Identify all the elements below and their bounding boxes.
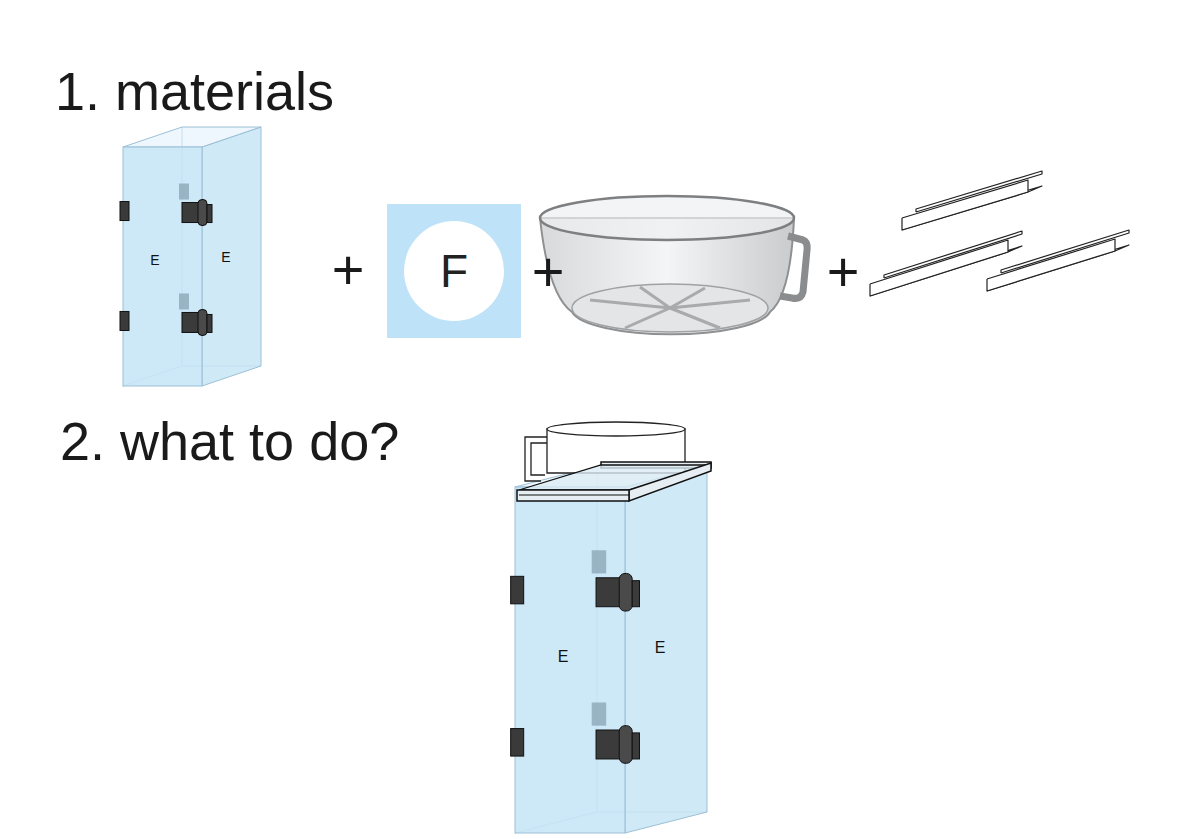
glass-tab — [592, 703, 606, 726]
clip — [120, 202, 129, 221]
glass-pane — [202, 127, 261, 386]
glass-tab — [179, 293, 189, 309]
hinge-barrel — [619, 726, 632, 764]
glass-tab — [179, 184, 189, 200]
tray-with-bowl — [517, 422, 711, 501]
glass-top — [123, 127, 261, 147]
plus-sign: + — [332, 242, 365, 298]
glass-enclosure: EE — [118, 122, 268, 392]
hinge-leaf — [207, 205, 212, 223]
rail-face — [987, 239, 1115, 291]
hinge-leaf — [632, 581, 639, 607]
rail-face — [902, 180, 1028, 230]
glass-enclosure: EE — [505, 415, 720, 837]
plus-sign: + — [827, 244, 860, 300]
glass-pane — [515, 487, 625, 833]
clip — [511, 576, 524, 604]
section-heading: 1. materials — [55, 64, 334, 118]
pane-letter: E — [221, 250, 230, 264]
pane-letter: E — [558, 649, 569, 665]
sieve-bowl — [540, 196, 807, 334]
glass-pane — [625, 466, 707, 833]
glass-tab — [592, 550, 606, 573]
plus-sign: + — [532, 244, 565, 300]
card-circle — [404, 221, 504, 321]
clip — [511, 729, 524, 757]
clip — [120, 311, 129, 330]
pane-letter: E — [150, 253, 159, 267]
card-ground — [387, 204, 521, 338]
card-letter: F — [440, 248, 468, 294]
hinge-leaf — [632, 733, 639, 759]
glass-pane — [123, 147, 202, 386]
node-outline — [118, 122, 268, 392]
label-card: F — [387, 204, 521, 338]
hinge-leaf — [207, 314, 212, 332]
pane-letter: E — [655, 640, 666, 656]
hinge-barrel — [198, 309, 207, 335]
hinge-barrel — [619, 573, 632, 611]
rail-profiles — [870, 171, 1129, 296]
section-heading: 2. what to do? — [60, 414, 399, 468]
node-outline — [505, 415, 720, 837]
hinge-barrel — [198, 200, 207, 226]
